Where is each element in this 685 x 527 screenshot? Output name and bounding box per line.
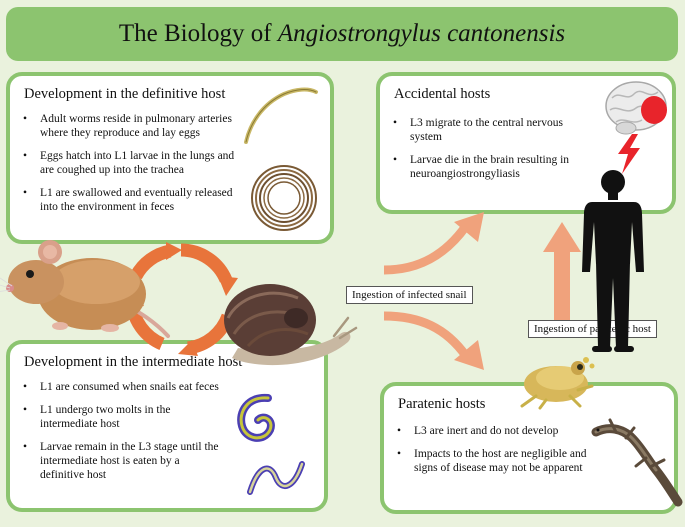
snail-icon xyxy=(224,284,358,366)
bullet-item: •Impacts to the host are negligible and … xyxy=(397,448,587,474)
bullet-item: •L1 are swallowed and eventually release… xyxy=(23,187,233,213)
arrow-to-paratenic-icon xyxy=(383,311,484,370)
title-bar: The Biology of Angiostrongylus cantonens… xyxy=(6,7,678,61)
frog-icon xyxy=(520,357,595,410)
lizard-icon xyxy=(591,418,683,507)
larva-icon xyxy=(237,393,275,442)
title-prefix: The Biology of xyxy=(118,20,278,47)
intermediate-bullets: •L1 are consumed when snails eat feces •… xyxy=(20,380,220,491)
bullet-item: •Eggs hatch into L1 larvae in the lungs … xyxy=(23,150,235,176)
bullet-item: •L1 are consumed when snails eat feces xyxy=(23,381,219,393)
brain-icon xyxy=(605,81,667,135)
bullet-item: •L3 migrate to the central nervous syste… xyxy=(393,117,563,143)
bullet-item: •L3 are inert and do not develop xyxy=(397,425,559,437)
panel-intermediate-title: Development in the intermediate host xyxy=(24,354,243,370)
bullet-item: •Larvae die in the brain resulting in ne… xyxy=(393,154,570,180)
paratenic-bullets: •L3 are inert and do not develop •Impact… xyxy=(394,424,596,484)
panel-accidental-title: Accidental hosts xyxy=(394,86,491,102)
label-ingestion-infected-snail: Ingestion of infected snail xyxy=(346,286,473,304)
bullet-item: •Larvae remain in the L3 stage until the… xyxy=(23,441,219,481)
coiled-worm-icon xyxy=(251,165,317,231)
human-silhouette-icon xyxy=(582,170,644,352)
arrow-to-accidental-icon xyxy=(383,212,484,275)
title-species: Angiostrongylus cantonensis xyxy=(277,20,566,47)
diagram-title: The Biology of Angiostrongylus cantonens… xyxy=(6,7,678,61)
panel-paratenic-title: Paratenic hosts xyxy=(398,396,486,412)
definitive-bullets: •Adult worms reside in pulmonary arterie… xyxy=(20,112,242,223)
panel-definitive-host: Development in the definitive host •Adul… xyxy=(6,72,334,244)
lightning-icon xyxy=(618,134,640,174)
worm-icon xyxy=(244,87,318,144)
panel-definitive-title: Development in the definitive host xyxy=(24,86,226,102)
arrow-up-to-human-icon xyxy=(543,222,581,320)
bullet-item: •L1 undergo two molts in the intermediat… xyxy=(23,404,171,430)
rat-icon xyxy=(0,240,170,338)
larva-icon xyxy=(247,461,305,495)
bullet-item: •Adult worms reside in pulmonary arterie… xyxy=(23,113,232,139)
accidental-bullets: •L3 migrate to the central nervous syste… xyxy=(390,116,588,190)
